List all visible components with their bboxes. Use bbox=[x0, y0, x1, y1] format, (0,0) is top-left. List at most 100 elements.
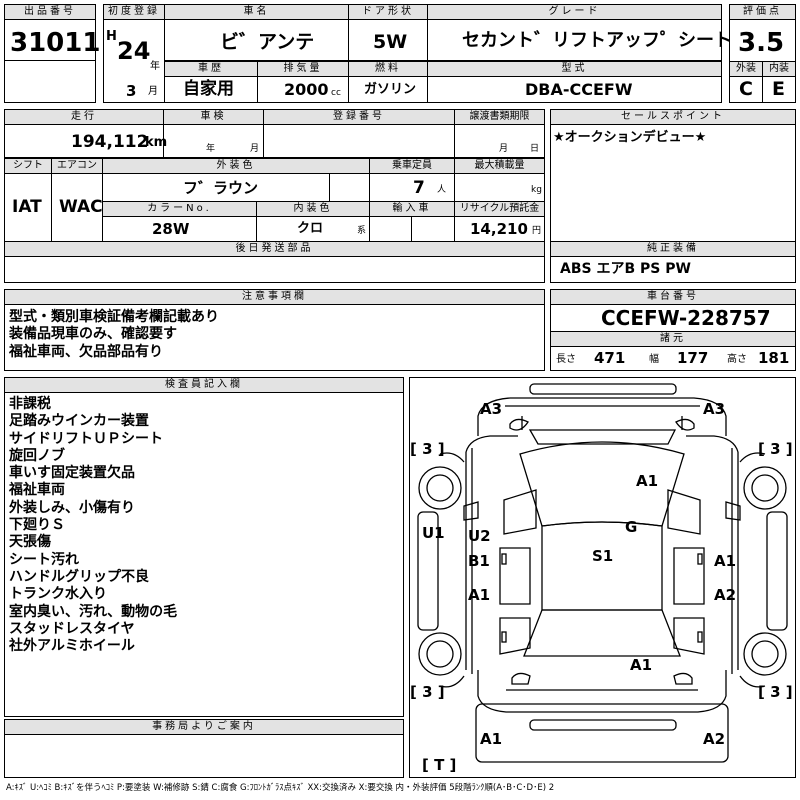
year-unit: 年 bbox=[150, 61, 160, 72]
inspector-line: 非課税 bbox=[9, 396, 51, 412]
month-unit: 月 bbox=[148, 86, 158, 97]
model: DBA-CCEFW bbox=[525, 80, 633, 99]
mileage-cell: 194,112 km bbox=[4, 124, 167, 158]
inspection-month-unit: 月 bbox=[250, 144, 260, 154]
tyre-rear-right: [ 3 ] bbox=[758, 683, 793, 701]
fuel-label: 燃料 bbox=[348, 61, 428, 77]
car-outline bbox=[417, 383, 788, 763]
inspector-line: スタッドレスタイヤ bbox=[9, 620, 135, 637]
inspector-line: サイドリフトＵＰシート bbox=[9, 430, 163, 447]
spare-tyre: [ T ] bbox=[422, 756, 457, 774]
lot-no-cell: 31011 bbox=[4, 19, 100, 61]
capacity-cell: 7 人 bbox=[369, 173, 455, 202]
mark-hood: A1 bbox=[636, 472, 659, 490]
caution-line: 型式・類別車検証備考欄記載あり bbox=[9, 309, 219, 325]
inspector-line: 室内臭い、汚れ、動物の毛 bbox=[9, 603, 178, 620]
inspection-cell: 年 月 bbox=[163, 124, 264, 158]
displacement-label: 排気量 bbox=[257, 61, 349, 77]
later-parts-cell bbox=[4, 256, 545, 283]
recycle-label: リサイクル預託金 bbox=[454, 201, 545, 217]
inspector-cell: 非課税 足踏みウインカー装置 サイドリフトＵＰシート 旋回ノブ 車いす固定装置欠… bbox=[4, 392, 404, 717]
max-load-cell: kg bbox=[454, 173, 545, 202]
height-label: 高さ bbox=[727, 354, 747, 365]
exterior: C bbox=[739, 78, 753, 100]
inspector-line: 足踏みウインカー装置 bbox=[9, 413, 149, 430]
sales-point-cell: ★オークションデビュー★ bbox=[550, 124, 796, 242]
exterior-cell: C bbox=[729, 76, 763, 103]
sales-point-label: セールスポイント bbox=[550, 109, 796, 125]
office-label: 事務局よりご案内 bbox=[4, 719, 404, 735]
mark-seat: S1 bbox=[592, 547, 614, 565]
inspector-line: 福祉車両 bbox=[9, 482, 65, 499]
ext-color: フ゛ラウン bbox=[183, 179, 259, 197]
exterior-label: 外装 bbox=[729, 61, 763, 77]
capacity-label: 乗車定員 bbox=[369, 158, 455, 174]
width-label: 幅 bbox=[649, 354, 659, 365]
inspector-line: 車いす固定装置欠品 bbox=[9, 465, 135, 482]
reg-no-cell bbox=[263, 124, 455, 158]
lot-no: 31011 bbox=[10, 28, 101, 58]
caution-line: 福祉車両、欠品部品有り bbox=[9, 343, 163, 360]
caution-label: 注意事項欄 bbox=[4, 289, 545, 305]
mark-roof: G bbox=[625, 518, 638, 536]
mark-a3-left: A3 bbox=[480, 400, 503, 418]
max-load-unit: kg bbox=[531, 185, 542, 195]
grade-label: グレード bbox=[427, 4, 722, 20]
chassis: CCEFW-228757 bbox=[601, 306, 771, 330]
car-name-label: 車名 bbox=[164, 4, 349, 20]
capacity-unit: 人 bbox=[437, 185, 447, 195]
mark-right-a2: A2 bbox=[714, 586, 737, 604]
later-parts-label: 後日発送部品 bbox=[4, 241, 545, 257]
mark-left-a1: A1 bbox=[468, 586, 491, 604]
int-color-unit: 系 bbox=[357, 226, 367, 236]
score-cell: 3.5 bbox=[729, 19, 796, 62]
grade: セカント゛リフトアッフ゜シート bbox=[462, 30, 732, 51]
reg-no-label: 登録番号 bbox=[263, 109, 455, 125]
score: 3.5 bbox=[738, 28, 785, 58]
inspector-line: トランク水入り bbox=[9, 586, 107, 603]
tyre-front-right: [ 3 ] bbox=[758, 440, 793, 458]
int-color: クロ bbox=[297, 221, 324, 236]
mileage-label: 走行 bbox=[4, 109, 164, 125]
int-color-cell: クロ 系 bbox=[256, 216, 370, 242]
interior-cell: E bbox=[762, 76, 796, 103]
shift-cell: IAT bbox=[4, 173, 52, 242]
interior: E bbox=[772, 78, 785, 100]
color-no: 28W bbox=[152, 220, 190, 238]
inspector-line: 外装しみ、小傷有り bbox=[9, 499, 135, 516]
ext-color-cell: フ゛ラウン bbox=[102, 173, 330, 202]
damage-diagram: A3 A3 [ 3 ] [ 3 ] A1 G U1 U2 S1 B1 A1 A1… bbox=[409, 377, 796, 778]
recycle: 14,210 bbox=[470, 220, 528, 238]
inspection-year-unit: 年 bbox=[206, 144, 216, 154]
first-reg-cell: H 24 年 3 月 bbox=[103, 19, 165, 103]
door: 5W bbox=[373, 31, 408, 53]
mark-left-u1: U1 bbox=[422, 524, 445, 542]
ext-color-sub-cell bbox=[329, 173, 370, 202]
mark-right-a1: A1 bbox=[714, 552, 737, 570]
fuel: ガソリン bbox=[364, 82, 417, 97]
mark-rear-panel: A1 bbox=[630, 656, 653, 674]
shift-label: シフト bbox=[4, 158, 52, 174]
inspector-line: シート汚れ bbox=[9, 551, 79, 568]
interior-label: 内装 bbox=[762, 61, 796, 77]
history-cell: 自家用 bbox=[164, 76, 258, 103]
tyre-rear-left: [ 3 ] bbox=[410, 683, 445, 701]
import-cell-b bbox=[411, 216, 455, 242]
reg-month: 3 bbox=[126, 82, 137, 100]
cc-unit: cc bbox=[331, 88, 341, 98]
inspector-line: ハンドルグリップ不良 bbox=[9, 568, 149, 585]
length: 471 bbox=[594, 349, 626, 367]
sales-point: ★オークションデビュー★ bbox=[553, 130, 707, 145]
shift: IAT bbox=[12, 197, 42, 217]
mark-left-u2: U2 bbox=[468, 527, 491, 545]
fuel-cell: ガソリン bbox=[348, 76, 428, 103]
mark-rear-right: A2 bbox=[703, 730, 726, 748]
history-label: 車歴 bbox=[164, 61, 258, 77]
tyre-front-left: [ 3 ] bbox=[410, 440, 445, 458]
width: 177 bbox=[677, 349, 709, 367]
equipment-label: 純正装備 bbox=[550, 241, 796, 257]
int-color-label: 内装色 bbox=[256, 201, 370, 217]
ext-color-label: 外装色 bbox=[102, 158, 370, 174]
inspector-line: 下廻りＳ bbox=[9, 517, 65, 534]
